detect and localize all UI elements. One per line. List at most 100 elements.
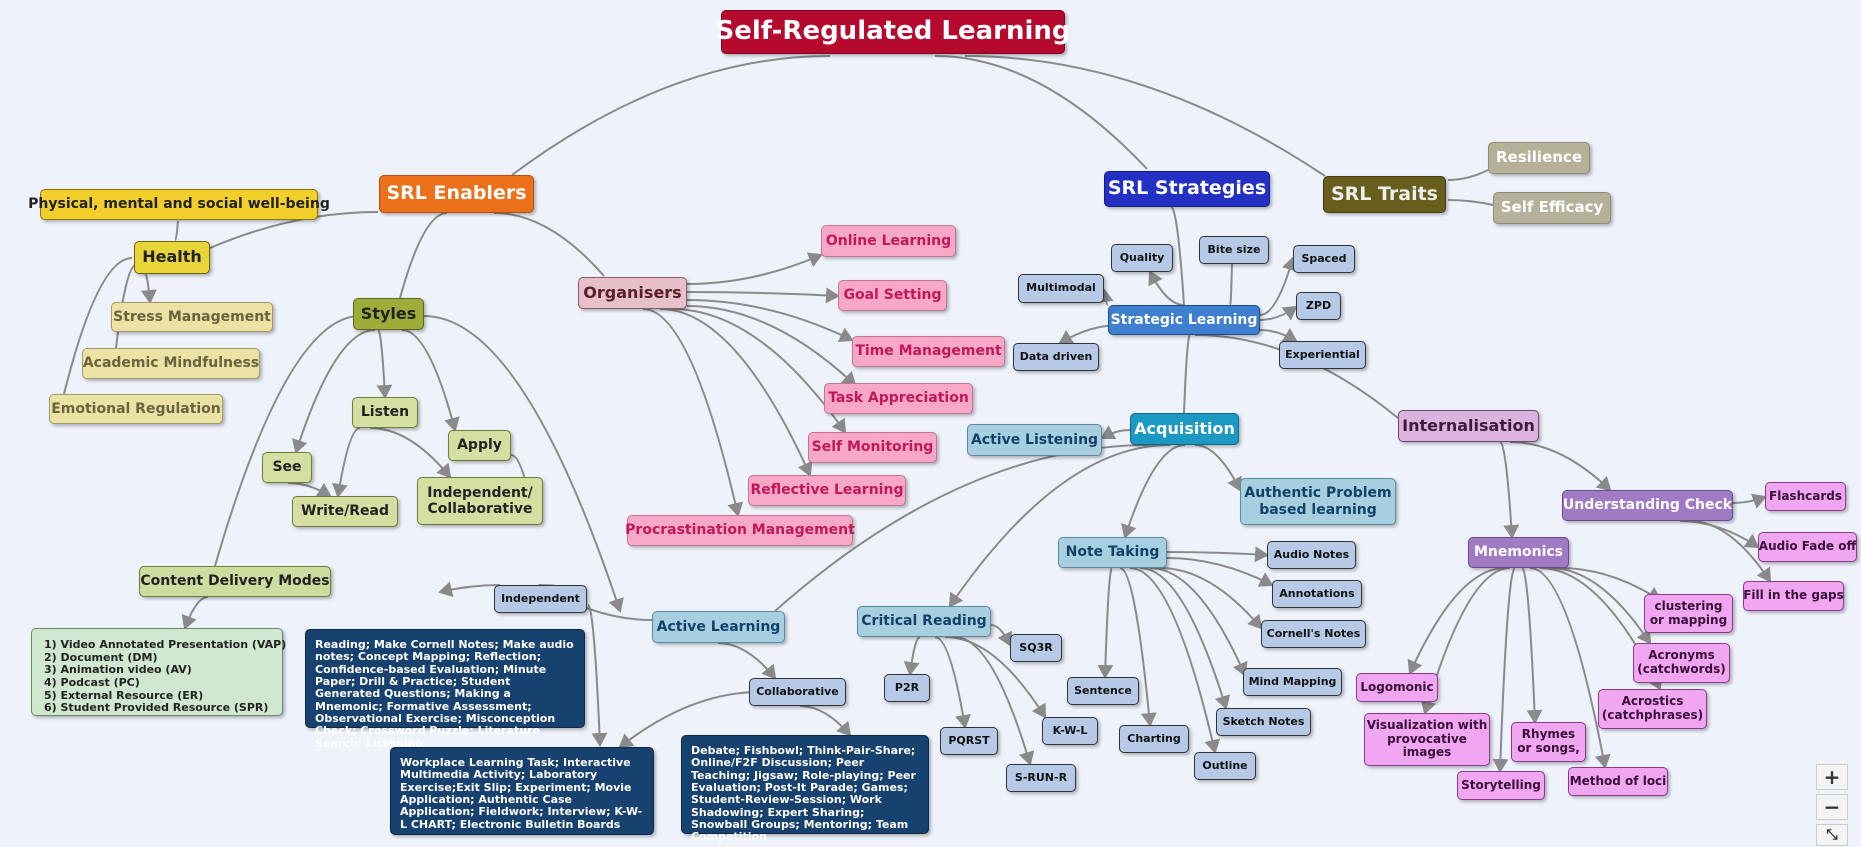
sq3r-node[interactable]: SQ3R	[1010, 634, 1062, 662]
procrastination-management-node[interactable]: Procrastination Management	[625, 515, 855, 546]
connector-line	[140, 273, 157, 304]
strategic-learning-node[interactable]: Strategic Learning	[1108, 305, 1260, 335]
storytelling-node[interactable]: Storytelling	[1457, 771, 1545, 800]
audio-notes-node[interactable]: Audio Notes	[1267, 541, 1356, 569]
physical-wellbeing-node[interactable]: Physical, mental and social well-being	[28, 189, 330, 220]
self-efficacy-node[interactable]: Self Efficacy	[1493, 192, 1611, 224]
connector-line	[903, 636, 921, 676]
annotations-node[interactable]: Annotations	[1272, 580, 1362, 608]
connector-line	[174, 220, 179, 241]
fit-screen-button[interactable]: ⤡	[1816, 824, 1848, 846]
connector-line	[376, 329, 393, 399]
write-read-node[interactable]: Write/Read	[292, 496, 398, 527]
srl-traits-node[interactable]: SRL Traits	[1323, 176, 1446, 213]
academic-mindfulness-node[interactable]: Academic Mindfulness	[82, 348, 260, 379]
acronyms-node[interactable]: Acronyms (catchwords)	[1633, 643, 1730, 683]
connector-line	[1521, 567, 1543, 724]
kwl-node[interactable]: K-W-L	[1042, 717, 1098, 745]
goal-setting-node[interactable]: Goal Setting	[838, 280, 947, 311]
authentic-pbl-node[interactable]: Authentic Problem based learning	[1240, 478, 1396, 525]
critical-reading-node[interactable]: Critical Reading	[857, 606, 991, 637]
connector-line	[287, 482, 332, 498]
internalisation-node[interactable]: Internalisation	[1398, 410, 1539, 442]
connector-line	[1499, 441, 1520, 539]
collaborative-node[interactable]: Collaborative	[749, 678, 846, 706]
active-listening-node[interactable]: Active Listening	[967, 424, 1102, 456]
connector-line	[1259, 327, 1298, 343]
connector-line	[618, 691, 761, 749]
charting-node[interactable]: Charting	[1119, 725, 1189, 753]
fill-in-the-gaps-node[interactable]: Fill in the gaps	[1743, 581, 1844, 611]
list-item: 4) Podcast (PC)	[44, 675, 140, 689]
zoom-out-button[interactable]: −	[1816, 794, 1848, 820]
connector-line	[1559, 567, 1662, 602]
active-learning-node[interactable]: Active Learning	[652, 611, 785, 643]
quality-node[interactable]: Quality	[1111, 244, 1173, 272]
pqrst-node[interactable]: PQRST	[940, 727, 998, 755]
connector-line	[954, 636, 1035, 766]
sketch-notes-node[interactable]: Sketch Notes	[1216, 708, 1311, 736]
mind-mapping-node[interactable]: Mind Mapping	[1243, 668, 1342, 696]
root-node[interactable]: Self-Regulated Learning	[716, 10, 1071, 54]
apply-node[interactable]: Apply	[448, 430, 511, 461]
zpd-node[interactable]: ZPD	[1296, 292, 1341, 320]
self-monitoring-node[interactable]: Self Monitoring	[808, 432, 937, 463]
flashcards-node[interactable]: Flashcards	[1765, 482, 1846, 511]
connector-line	[686, 252, 823, 285]
note-taking-node[interactable]: Note Taking	[1058, 537, 1167, 568]
organisers-node[interactable]: Organisers	[578, 277, 687, 309]
reflective-learning-node[interactable]: Reflective Learning	[748, 475, 906, 506]
srl-enablers-node[interactable]: SRL Enablers	[379, 175, 534, 213]
health-node[interactable]: Health	[134, 241, 210, 274]
stress-management-node[interactable]: Stress Management	[111, 302, 273, 332]
outline-node[interactable]: Outline	[1194, 752, 1256, 780]
connector-line	[1121, 444, 1186, 539]
connector-line	[1148, 270, 1185, 306]
connector-line	[1259, 305, 1298, 321]
connector-line	[1689, 520, 1772, 583]
acrostics-node[interactable]: Acrostics (catchphrases)	[1598, 689, 1707, 729]
see-node[interactable]: See	[262, 452, 312, 483]
workplace-activities-box: Workplace Learning Task; Interactive Mul…	[390, 747, 654, 835]
data-driven-node[interactable]: Data driven	[1013, 343, 1099, 371]
spaced-node[interactable]: Spaced	[1293, 245, 1355, 273]
experiential-node[interactable]: Experiential	[1279, 341, 1366, 369]
rhymes-node[interactable]: Rhymes or songs,	[1511, 722, 1586, 762]
styles-node[interactable]: Styles	[353, 298, 424, 330]
time-management-node[interactable]: Time Management	[852, 336, 1005, 367]
connector-line	[1159, 567, 1263, 630]
listen-node[interactable]: Listen	[352, 397, 418, 428]
multimodal-node[interactable]: Multimodal	[1018, 274, 1104, 303]
resilience-node[interactable]: Resilience	[1488, 142, 1590, 174]
s-run-r-node[interactable]: S-RUN-R	[1006, 764, 1076, 792]
audio-fade-off-node[interactable]: Audio Fade off	[1758, 532, 1857, 562]
list-item: 2) Document (DM)	[44, 650, 158, 664]
zoom-in-button[interactable]: +	[1816, 764, 1848, 790]
connector-line	[369, 427, 452, 479]
independent-collaborative-node[interactable]: Independent/ Collaborative	[417, 477, 543, 525]
online-learning-node[interactable]: Online Learning	[821, 225, 956, 257]
logomonic-node[interactable]: Logomonic	[1356, 673, 1438, 702]
task-appreciation-node[interactable]: Task Appreciation	[824, 383, 973, 414]
cornells-notes-node[interactable]: Cornell's Notes	[1261, 620, 1366, 648]
srl-strategies-node[interactable]: SRL Strategies	[1104, 171, 1270, 207]
clustering-node[interactable]: clustering or mapping	[1644, 594, 1733, 633]
connector-line	[1170, 206, 1185, 306]
sentence-node[interactable]: Sentence	[1067, 677, 1139, 705]
connector-line	[1097, 288, 1114, 306]
emotional-regulation-node[interactable]: Emotional Regulation	[49, 394, 223, 424]
mnemonics-node[interactable]: Mnemonics	[1468, 537, 1569, 568]
p2r-node[interactable]: P2R	[884, 674, 930, 702]
method-of-loci-node[interactable]: Method of loci	[1568, 767, 1668, 796]
bite-size-node[interactable]: Bite size	[1199, 236, 1269, 264]
visualization-node[interactable]: Visualization with provocative images	[1364, 713, 1490, 766]
connector-line	[401, 329, 460, 432]
connector-line	[686, 305, 857, 387]
understanding-check-node[interactable]: Understanding Check	[1562, 490, 1733, 521]
connector-line	[1119, 567, 1157, 727]
content-delivery-modes-node[interactable]: Content Delivery Modes	[139, 566, 331, 597]
independent-node[interactable]: Independent	[494, 585, 587, 613]
connector-line	[1407, 567, 1506, 675]
acquisition-node[interactable]: Acquisition	[1130, 413, 1239, 445]
